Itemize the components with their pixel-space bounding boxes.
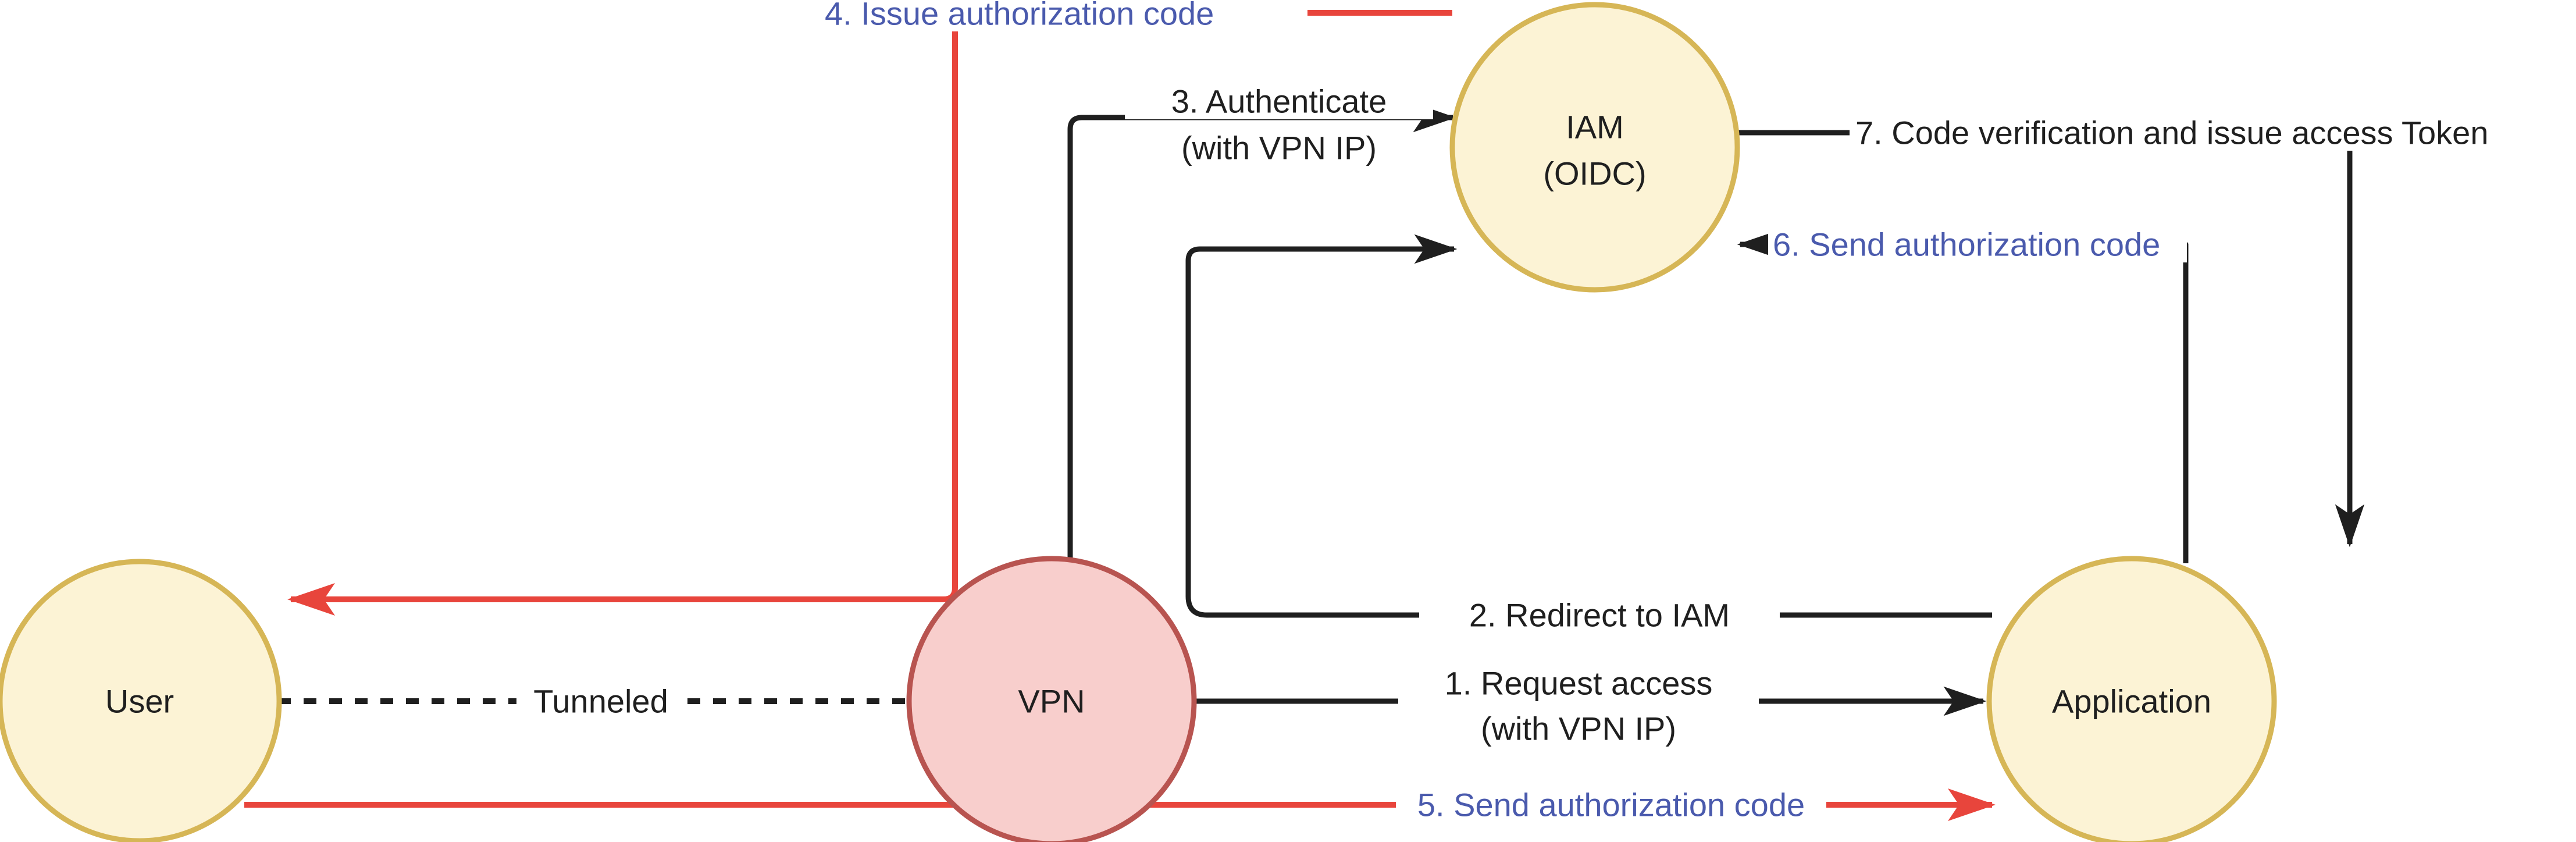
node-iam-label-line2: (OIDC) — [1543, 155, 1646, 192]
edge-label-step1-line1: 1. Request access — [1445, 665, 1713, 702]
edge-label-step6-bg — [1768, 226, 2187, 262]
edge-label-step6: 6. Send authorization code — [1768, 226, 2187, 263]
node-vpn-label: VPN — [1018, 683, 1085, 720]
node-iam-label-line1: IAM — [1566, 109, 1624, 145]
node-application-shape[interactable] — [1986, 556, 2277, 842]
edge-label-step4-text: 4. Issue authorization code — [825, 0, 1214, 32]
edge-step2-path — [1185, 234, 1992, 618]
node-user-shape[interactable] — [0, 559, 282, 842]
edge-step3-path — [1067, 102, 1456, 573]
edge-label-step5: 5. Send authorization code — [1396, 787, 1826, 823]
edge-label-step2: 2. Redirect to IAM — [1419, 597, 1780, 634]
node-iam-shape[interactable] — [1449, 2, 1740, 293]
node-application[interactable]: Application — [1986, 556, 2277, 842]
edge-label-tunneled: Tunneled — [516, 683, 685, 720]
node-vpn-shape[interactable] — [906, 556, 1197, 842]
edge-label-step2-text: 2. Redirect to IAM — [1469, 597, 1730, 634]
edge-step7-path — [1738, 130, 2365, 548]
edge-label-step7-bg — [1850, 115, 2576, 151]
edge-label-step7-text: 7. Code verification and issue access To… — [1855, 115, 2488, 151]
edge-label-step1-line2: (with VPN IP) — [1481, 710, 1676, 747]
edge-label-step3-bg1 — [1125, 83, 1433, 119]
edge-label-step4-bg — [819, 0, 1307, 31]
node-application-label: Application — [2052, 683, 2211, 720]
edge-label-step1: 1. Request access (with VPN IP) — [1398, 665, 1759, 747]
edge-label-step3-line1: 3. Authenticate — [1171, 83, 1387, 120]
edge-step6-path — [1737, 229, 2189, 563]
edge-step7 — [1738, 130, 2365, 548]
edge-label-step4: 4. Issue authorization code — [819, 0, 1307, 32]
node-user[interactable]: User — [0, 559, 282, 842]
edge-step6 — [1737, 229, 2189, 563]
edge-label-step7: 7. Code verification and issue access To… — [1850, 115, 2576, 151]
edge-label-step3: 3. Authenticate (with VPN IP) — [1125, 83, 1433, 166]
edge-label-step5-bg — [1396, 787, 1826, 823]
edge-label-step6-text: 6. Send authorization code — [1773, 226, 2160, 263]
edge-label-step3-line2: (with VPN IP) — [1181, 130, 1377, 166]
edge-label-step2-bg — [1419, 597, 1780, 633]
edge-step2 — [1185, 234, 1992, 618]
node-vpn[interactable]: VPN — [906, 556, 1197, 842]
edge-label-step5-text: 5. Send authorization code — [1417, 787, 1805, 823]
node-user-label: User — [105, 683, 174, 720]
edge-step3 — [1067, 102, 1456, 573]
edge-label-step1-bg — [1398, 683, 1759, 719]
edge-label-tunneled-text: Tunneled — [533, 683, 668, 720]
node-iam[interactable]: IAM (OIDC) — [1449, 2, 1740, 293]
edge-label-tunneled-bg — [516, 683, 685, 719]
